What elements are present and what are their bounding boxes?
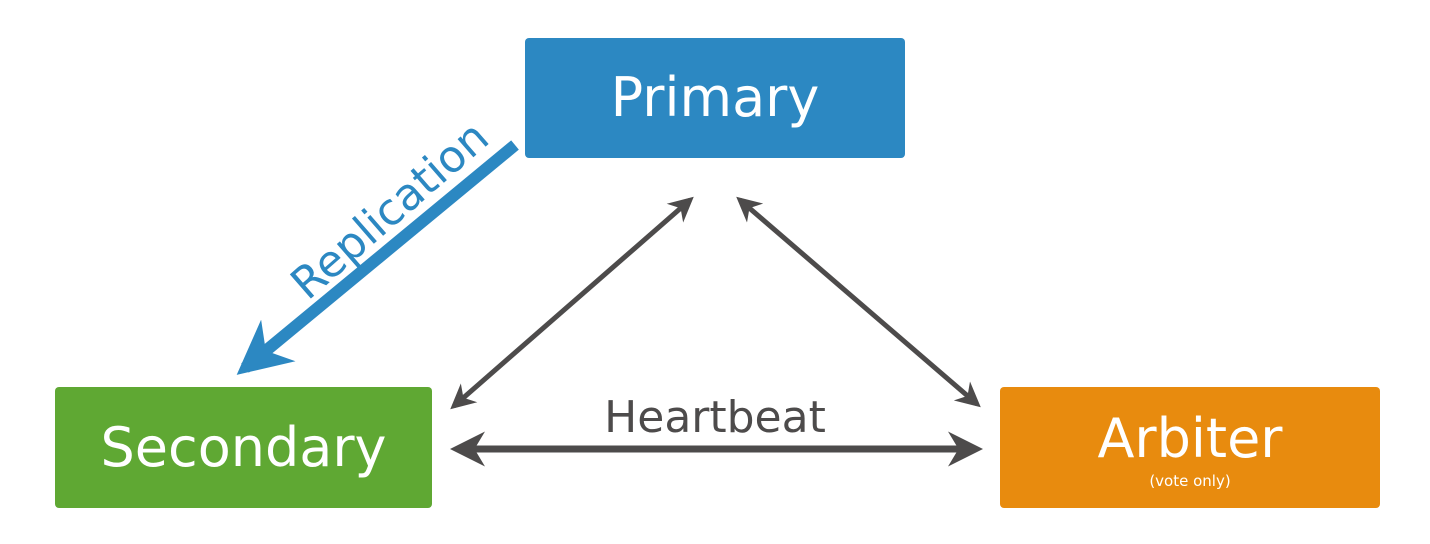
heartbeat-arrow-primary-secondary [450, 196, 694, 410]
primary-label: Primary [610, 66, 820, 129]
heartbeat-label: Heartbeat [604, 392, 826, 443]
replication-arrow [236, 140, 519, 375]
arbiter-node: Arbiter (vote only) [1000, 387, 1380, 508]
arbiter-label: Arbiter [1097, 406, 1283, 470]
secondary-node: Secondary [55, 387, 432, 508]
heartbeat-arrow-primary-arbiter [736, 196, 981, 408]
secondary-label: Secondary [100, 415, 387, 479]
arbiter-sublabel: (vote only) [1149, 471, 1231, 490]
primary-node: Primary [525, 38, 905, 158]
